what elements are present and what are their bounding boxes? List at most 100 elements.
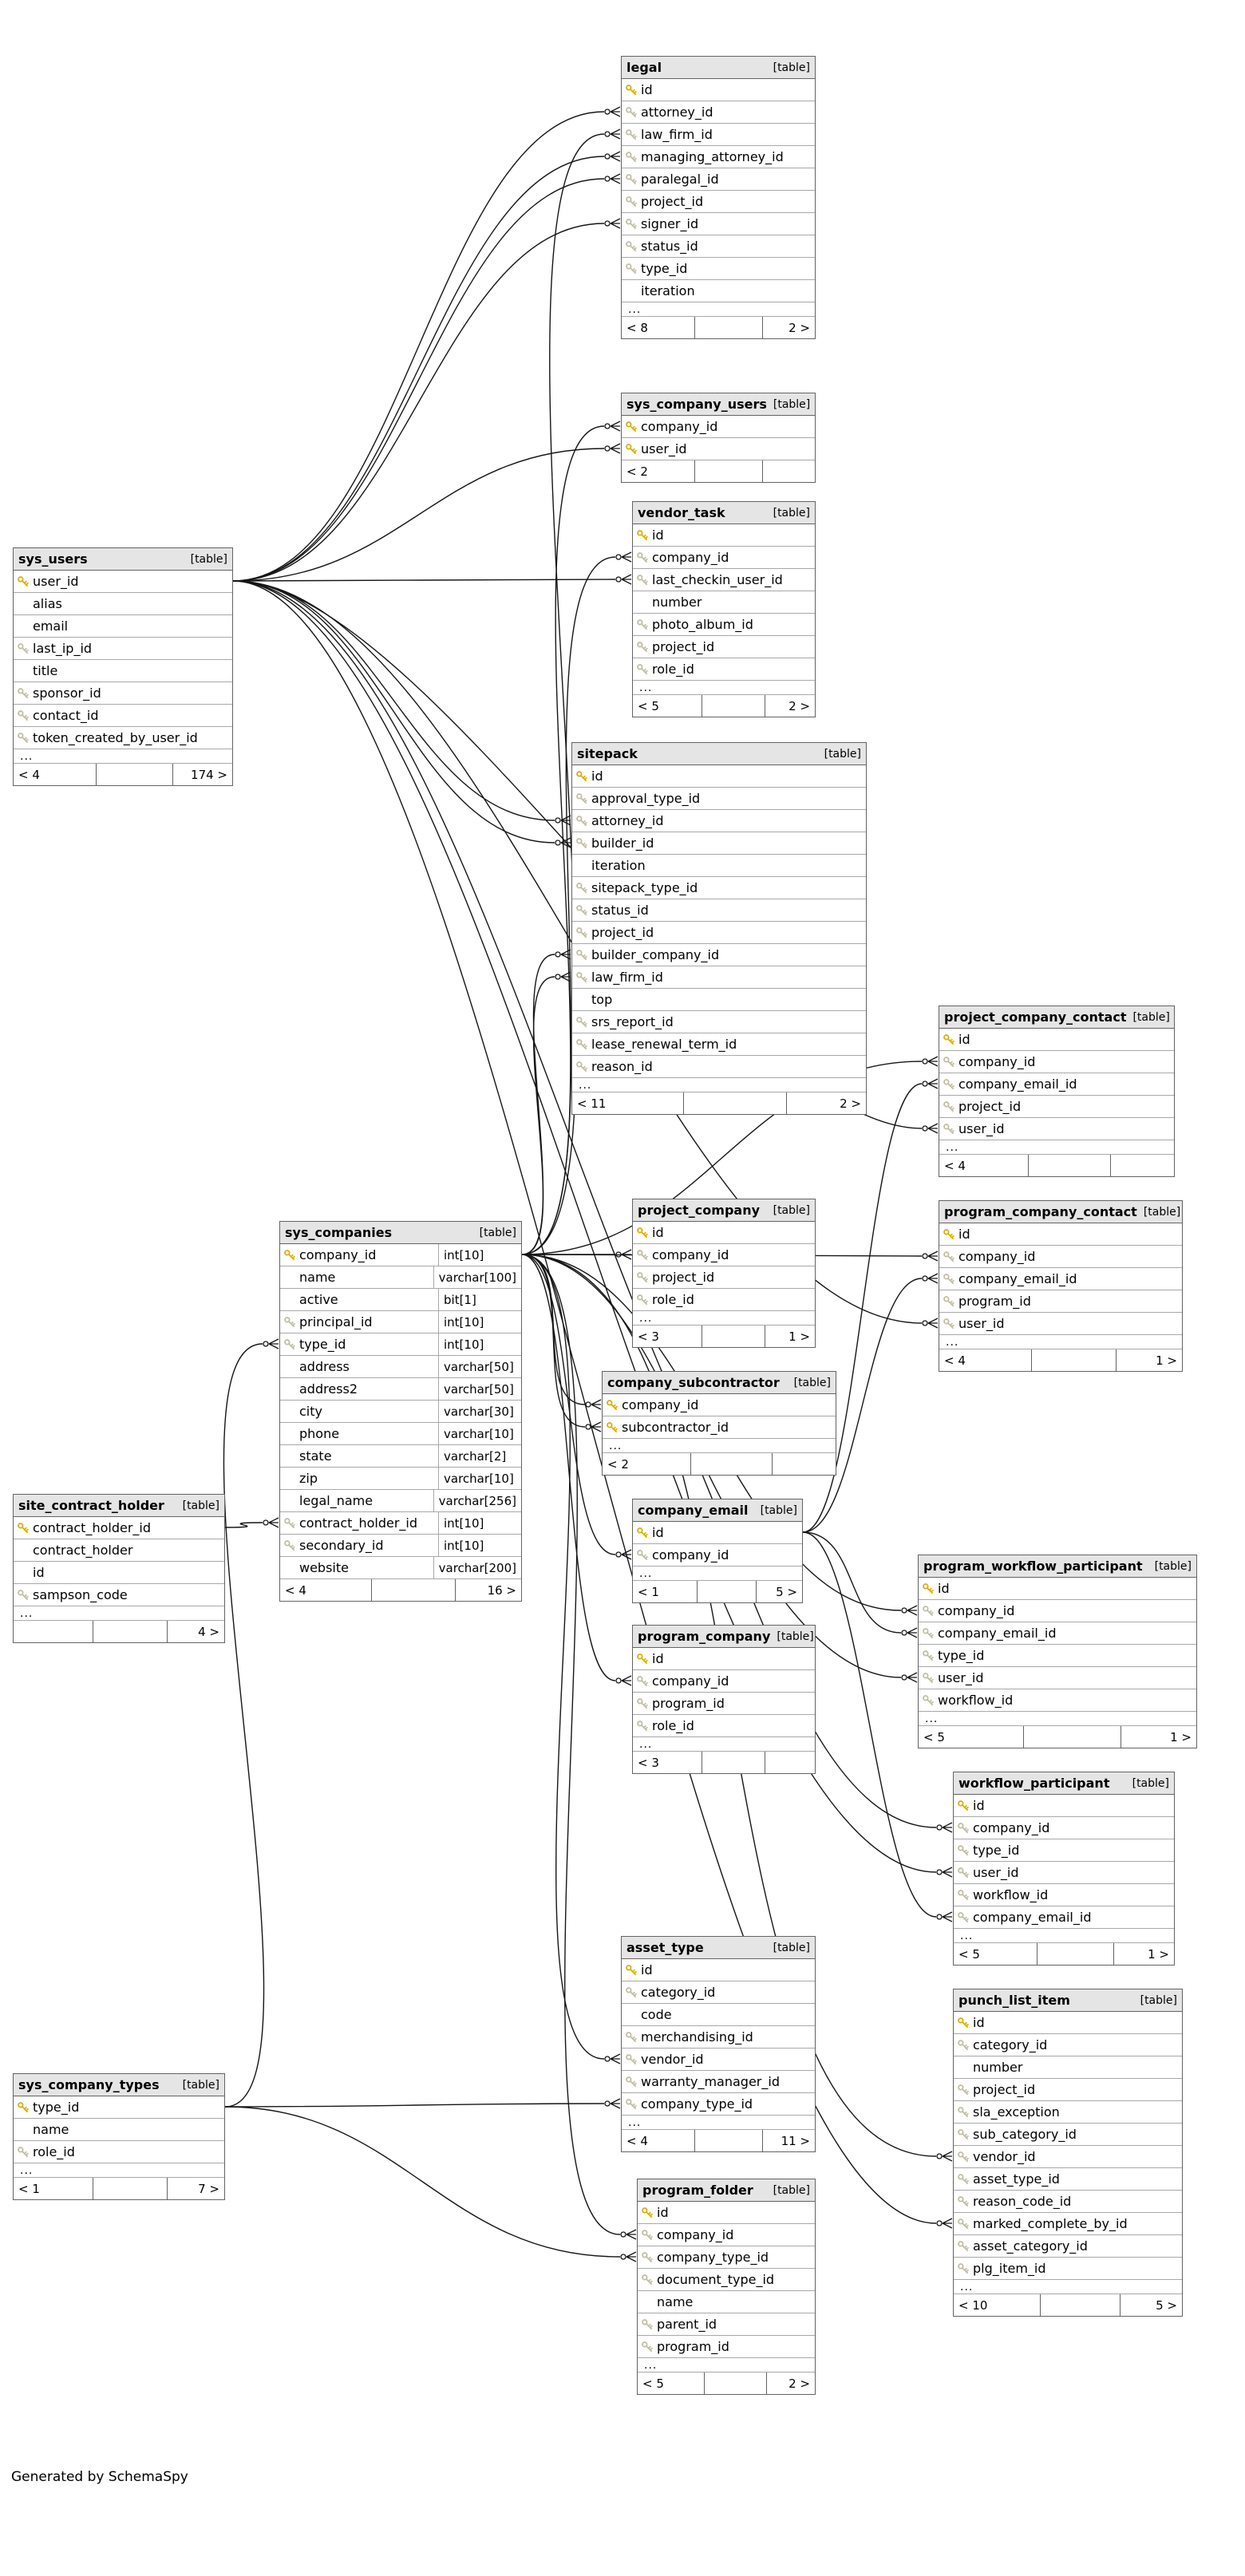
column-name: phone [299, 1426, 340, 1441]
table-site_contract_holder[interactable]: site_contract_holder[table]contract_hold… [13, 1494, 225, 1643]
foreign-key-icon [575, 836, 591, 851]
column-row-workflow_id: workflow_id [919, 1689, 1196, 1712]
more-columns-ellipsis: ... [603, 1439, 836, 1453]
no-key-spacer [17, 1543, 33, 1558]
column-name: project_id [958, 1099, 1022, 1114]
column-row-vendor_id: vendor_id [622, 2049, 815, 2071]
footer-child-count: 7 > [198, 2181, 219, 2196]
primary-key-icon [17, 1521, 33, 1535]
column-name: contact_id [33, 708, 99, 723]
column-name: company_id [652, 1247, 729, 1262]
column-row-id: id [622, 1959, 815, 1981]
primary-key-icon [957, 1799, 973, 1813]
table-header: sys_users[table] [14, 548, 232, 571]
column-row-srs_report_id: srs_report_id [572, 1011, 866, 1033]
column-name: company_id [973, 1820, 1050, 1835]
column-row-reason_code_id: reason_code_id [954, 2191, 1182, 2213]
column-name: plg_item_id [973, 2261, 1046, 2276]
foreign-key-icon [922, 1626, 938, 1641]
column-row-id: id [633, 1222, 815, 1244]
column-row-company_email_id: company_email_id [939, 1268, 1182, 1290]
no-key-spacer [283, 1382, 299, 1397]
footer-spacer [97, 764, 174, 785]
more-columns-ellipsis: ... [633, 1737, 815, 1752]
column-name: sub_category_id [973, 2127, 1077, 2142]
column-name: id [652, 1651, 664, 1666]
column-name: id [938, 1581, 950, 1596]
column-row-marked_complete_by_id: marked_complete_by_id [954, 2213, 1182, 2235]
no-key-spacer [17, 664, 33, 678]
table-header: program_workflow_participant[table] [919, 1555, 1196, 1578]
foreign-key-icon [575, 881, 591, 895]
column-name: website [299, 1560, 349, 1575]
edge-company_email-id-to-workflow_participant-company_email_id [802, 1531, 953, 1922]
column-row-sitepack_type_id: sitepack_type_id [572, 877, 866, 899]
column-row-id: id [954, 2012, 1182, 2034]
column-name: company_id [938, 1603, 1015, 1618]
column-row-company_id: company_id [622, 416, 815, 438]
foreign-key-icon [17, 731, 33, 745]
column-name: id [958, 1032, 970, 1047]
column-name: id [591, 768, 603, 784]
column-row-company_id: company_id [633, 1544, 802, 1567]
foreign-key-icon [636, 1719, 652, 1733]
column-name: type_id [641, 261, 688, 276]
footer-child-count [765, 1752, 815, 1773]
column-row-name: name [638, 2291, 815, 2313]
footer-parent-count: < 1 [633, 1581, 698, 1602]
column-name: project_id [591, 925, 654, 940]
column-row-role_id: role_id [14, 2141, 224, 2163]
primary-key-icon [636, 528, 652, 543]
schemaspy-credit: Generated by SchemaSpy [11, 2469, 188, 2485]
column-name: role_id [652, 662, 694, 677]
foreign-key-icon [641, 2228, 657, 2242]
table-header: company_email[table] [633, 1499, 802, 1522]
table-footer: < 2 [603, 1453, 836, 1475]
column-type: varchar[256] [433, 1490, 516, 1511]
table-footer: < 4 [939, 1155, 1174, 1176]
footer-parent-count: < 4 [14, 764, 97, 785]
footer-child-count [1111, 1155, 1174, 1176]
column-row-managing_attorney_id: managing_attorney_id [622, 146, 815, 168]
column-name: company_id [652, 1547, 729, 1563]
table-tag: [table] [1143, 1205, 1181, 1219]
column-name: company_id [958, 1054, 1036, 1069]
column-name: company_id [299, 1247, 377, 1262]
table-tag: [table] [773, 1941, 810, 1954]
primary-key-icon [641, 2206, 657, 2220]
footer-child-count: 4 > [198, 1624, 219, 1639]
column-type: int[10] [438, 1333, 516, 1355]
more-columns-ellipsis: ... [14, 1606, 224, 1621]
no-key-spacer [17, 619, 33, 634]
column-name: company_id [958, 1249, 1036, 1264]
table-program_workflow_participant[interactable]: program_workflow_participant[table]id com… [918, 1555, 1197, 1748]
footer-parent-count: < 4 [622, 2130, 695, 2151]
foreign-key-icon [17, 2145, 33, 2159]
table-title: sys_company_users [626, 397, 767, 412]
table-tag: [table] [1132, 1010, 1170, 1024]
table-tag: [table] [773, 397, 811, 411]
column-name: type_id [33, 2100, 80, 2115]
edge-sys_company_types-type_id-to-program_folder-company_type_id [224, 2106, 637, 2262]
column-row-parent_id: parent_id [638, 2313, 815, 2336]
